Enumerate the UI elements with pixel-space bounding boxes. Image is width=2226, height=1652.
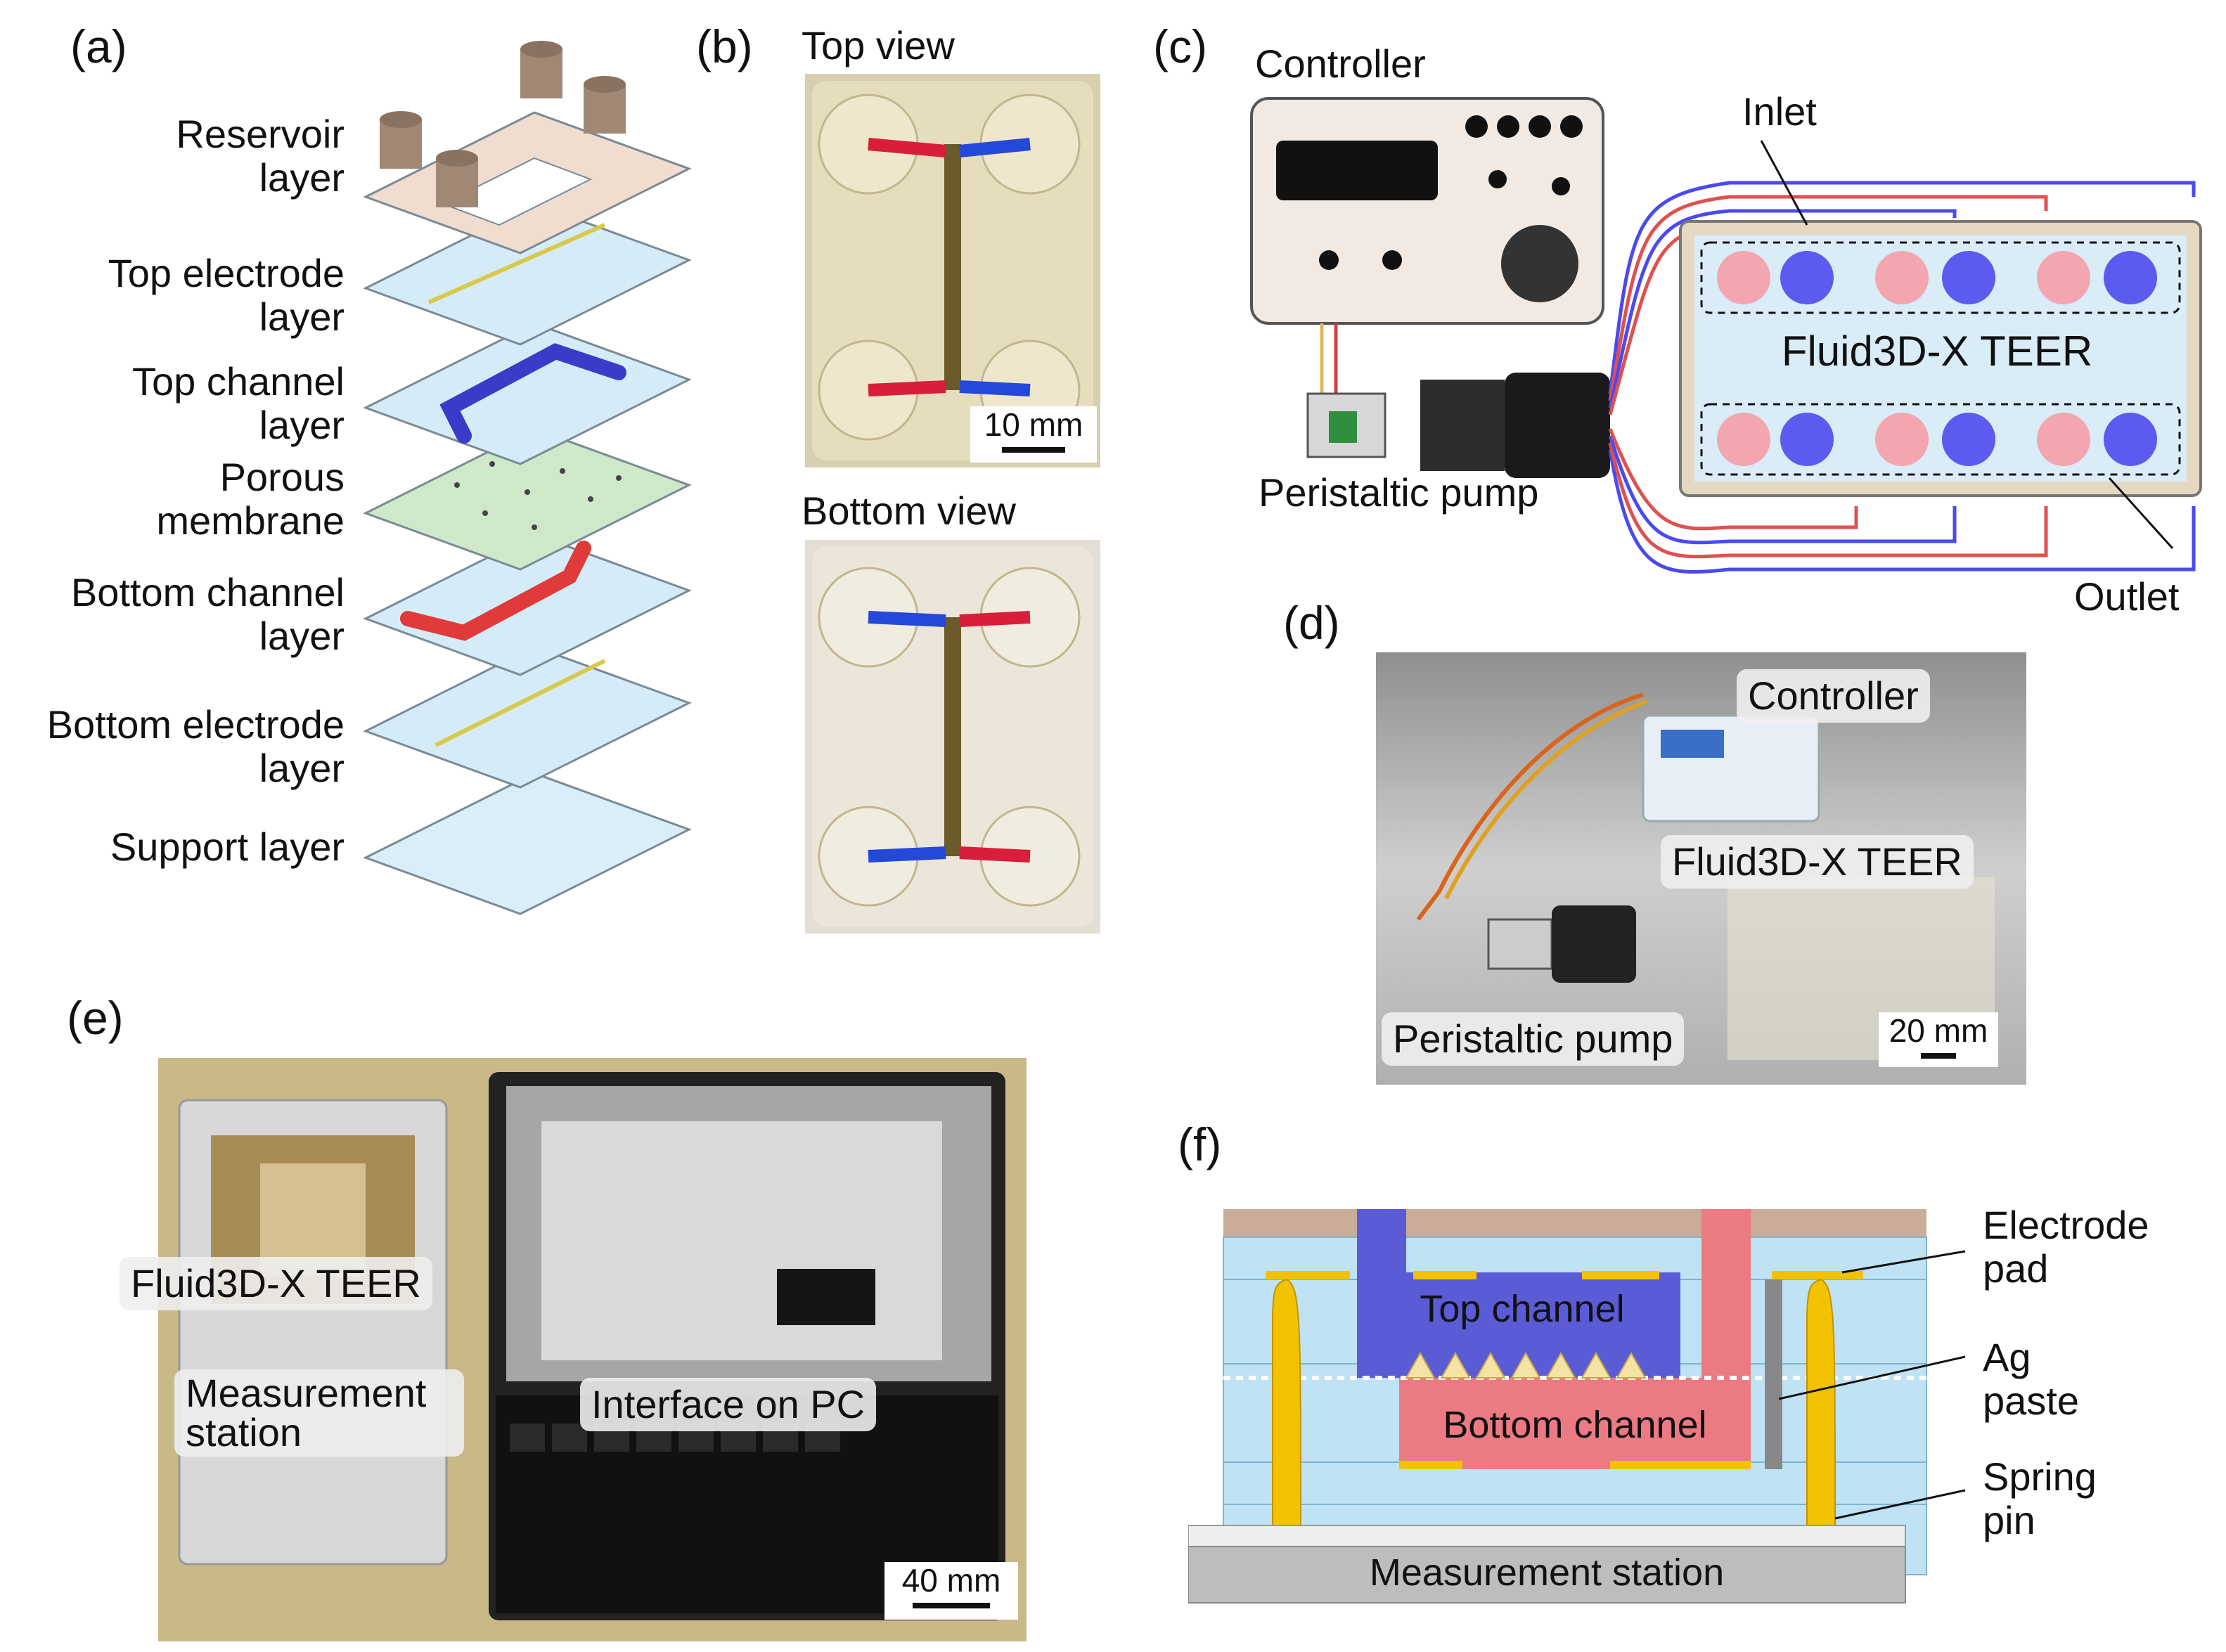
top-channel-label-f: Top channel [1420,1288,1624,1330]
scale-10mm-text: 10 mm [984,406,1083,443]
controller-display [1276,141,1438,200]
device-label-c: Fluid3D-X TEER [1782,328,2092,375]
top-channel-path [439,343,626,444]
pump-motor [1420,380,1505,471]
pump-head [1505,373,1610,478]
panel-b-letter: (b) [696,20,753,72]
bottom-view-photo [805,540,1100,934]
electrode-pad-label: Electrode pad [1983,1203,2149,1291]
label-top-channel-layer: Top channel layer [131,359,345,447]
label-porous-membrane: Porous membrane [156,455,345,543]
scale-40mm-label: 40 mm [884,1562,1018,1620]
interface-tag-e: Interface on PC [580,1378,877,1431]
label-bottom-channel-layer: Bottom channel layer [70,570,345,658]
bottom-electrode-plate [363,645,692,789]
bottom-channel-label-f: Bottom channel [1443,1404,1706,1446]
controller-tag-d: Controller [1737,669,1930,723]
exploded-layer-diagram [363,41,692,915]
station-label-f: Measurement station [1370,1551,1724,1594]
scale-10mm-bar [1002,447,1065,453]
panel-a-letter: (a) [70,20,127,72]
station-photo [158,1058,1027,1641]
outlet-label: Outlet [2074,574,2180,619]
scale-40mm-bar [913,1603,990,1608]
spring-pin-right [1806,1278,1836,1526]
label-top-electrode-layer: Top electrode layer [108,251,345,339]
cross-section-diagram: Measurement station Top channel Bottom c… [1188,1209,1966,1603]
ag-paste-label: Ag paste [1983,1335,2079,1423]
pump-tag-d: Peristaltic pump [1382,1012,1685,1066]
bottom-channel-path [400,541,591,641]
scale-20mm-label: 20 mm [1879,1012,1998,1067]
perfusion-system-diagram: Fluid3D-X TEER [1250,97,2202,574]
membrane-plate [363,427,692,571]
top-view-title: Top view [802,23,955,67]
pump-label-c: Peristaltic pump [1259,470,1539,515]
top-channel-plate [363,322,692,465]
station-tag-e: Measurement station [174,1369,464,1457]
scale-10mm-label: 10 mm [970,406,1097,463]
spring-pin-label: Spring pin [1983,1454,2097,1542]
measurement-station-base [1188,1546,1906,1603]
inlet-label: Inlet [1742,89,1817,134]
support-layer-plate [363,772,692,915]
ag-paste [1765,1279,1782,1469]
panel-e-letter: (e) [67,992,124,1044]
device-tag-d: Fluid3D-X TEER [1661,835,1974,889]
top-view-photo [805,74,1100,467]
device-wells [1717,251,2157,466]
label-reservoir-layer: Reservoir layer [176,112,345,200]
scale-20mm-text: 20 mm [1889,1012,1988,1049]
label-support-layer: Support layer [110,825,345,869]
panel-c-letter: (c) [1153,20,1207,72]
device-tag-e: Fluid3D-X TEER [120,1257,432,1310]
panel-d-letter: (d) [1283,597,1340,649]
controller-label-c: Controller [1255,41,1426,86]
scale-20mm-bar [1921,1053,1956,1059]
spring-pin-left [1272,1278,1302,1526]
bottom-view-title: Bottom view [802,489,1016,533]
scale-40mm-text: 40 mm [901,1562,1001,1599]
controller-knob [1501,225,1578,302]
reservoir-cylinders [380,41,626,207]
panel-f-letter: (f) [1178,1118,1222,1170]
label-bottom-electrode-layer: Bottom electrode layer [46,702,345,790]
